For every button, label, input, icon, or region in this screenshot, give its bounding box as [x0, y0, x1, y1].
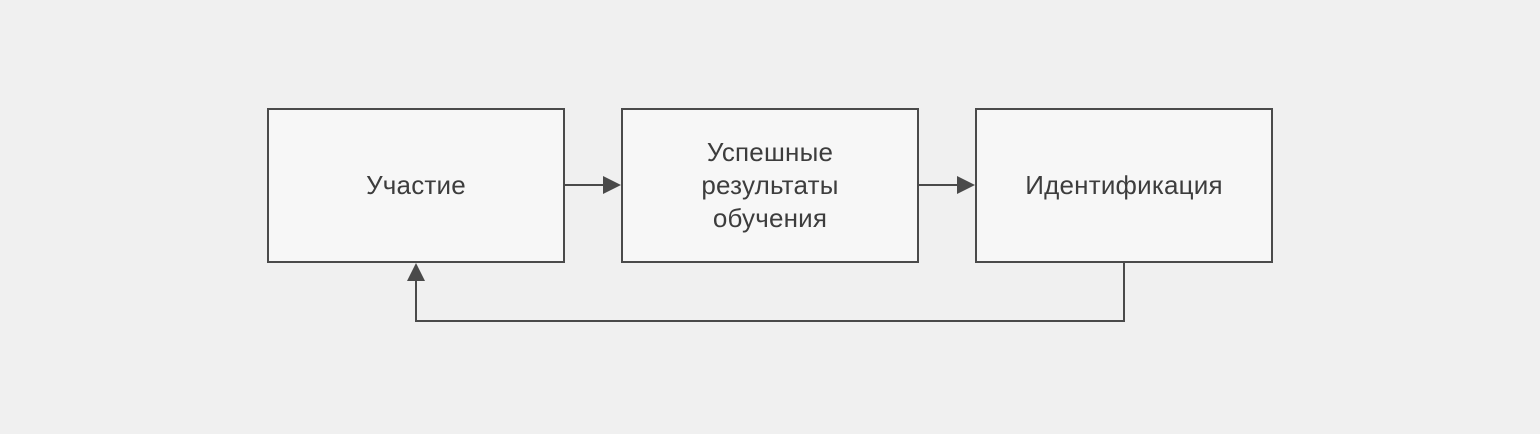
arrow-identification-to-participation	[407, 263, 1125, 322]
arrow-learning-results-to-identification	[919, 176, 975, 194]
node-label-participation: Участие	[366, 170, 466, 200]
arrowhead-up-icon	[407, 263, 425, 281]
node-learning-results: Успешные результаты обучения	[621, 108, 919, 263]
arrowhead-right-icon	[603, 176, 621, 194]
arrow-participation-to-learning-results	[565, 176, 621, 194]
node-identification: Идентификация	[975, 108, 1273, 263]
node-label-learning-results: Успешные результаты обучения	[701, 137, 839, 233]
arrowhead-right-icon	[957, 176, 975, 194]
node-participation: Участие	[267, 108, 565, 263]
node-label-identification: Идентификация	[1025, 170, 1223, 200]
